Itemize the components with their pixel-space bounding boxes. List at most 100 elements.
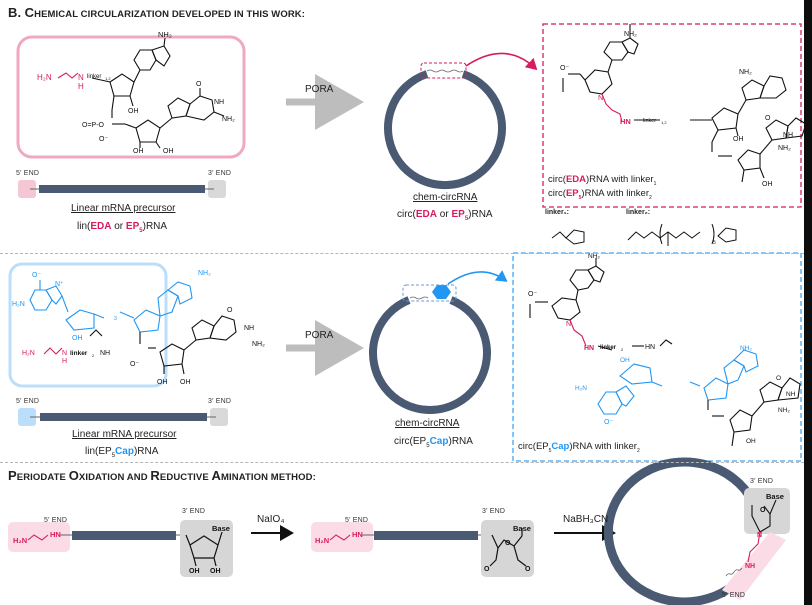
circrna-label-1: chem-circRNA	[413, 192, 478, 203]
detail-molecule-2-tail	[707, 377, 801, 447]
pora-section-title: PERIODATE OXIDATION AND REDUCTIVE AMINAT…	[8, 468, 316, 483]
mol2-amine: H₂N	[22, 350, 35, 357]
ep-sub: 5	[111, 453, 116, 459]
detail2-ring-n: N	[566, 321, 571, 328]
ep-label: EP	[565, 188, 579, 199]
caption-prefix: circ(	[548, 188, 566, 199]
mol1-guanine-nh2: NH₂	[222, 116, 235, 123]
five-end-label-1: 5′ END	[16, 170, 40, 177]
step1-hn: HN	[50, 530, 61, 539]
detail-molecule-1	[562, 24, 804, 183]
title-cap: R	[150, 468, 160, 483]
linker-sub: 2	[649, 194, 652, 201]
step2-h2n: H₂N	[315, 536, 329, 545]
five-end-amine-highlight-1	[8, 522, 70, 552]
precursor-molecule-2-black	[89, 315, 237, 375]
step1-three-end: 3′ END	[182, 508, 206, 515]
ep-sub: 5	[139, 228, 143, 234]
detail1-ominus: O⁻	[560, 65, 569, 72]
ribose-step1	[185, 531, 223, 567]
reagent-nabh3cn: NaBH₃CN	[563, 514, 609, 525]
mol2-repeat: 3	[114, 316, 117, 322]
product-base: Base	[766, 492, 784, 501]
precursor-name-1: lin(EDA or EP5)RNA	[77, 221, 167, 234]
rna-strand-step2	[374, 531, 478, 540]
linker1-label: linker₁:	[545, 209, 569, 216]
mol1-n: N	[78, 73, 84, 82]
detail2-linker: linker	[600, 345, 617, 351]
detail2-ominus: O⁻	[528, 291, 537, 298]
step2-five-end: 5′ END	[345, 517, 369, 524]
circrna-ring-2	[369, 296, 491, 414]
detail-box-2	[512, 252, 802, 462]
product-linker-highlight	[722, 532, 786, 600]
eda-label: EDA	[90, 221, 112, 232]
mol2-nplus: N⁺	[55, 281, 64, 288]
mol1-phosphate: O=P-O	[82, 122, 105, 129]
mol2-nh: NH	[100, 350, 110, 357]
mol1-oh2: OH	[133, 148, 144, 155]
mol1-guanine-nh: NH	[214, 99, 224, 106]
mol2-oh: OH	[72, 335, 83, 342]
mol2-guanine-nh: NH	[244, 325, 254, 332]
detail-molecule-2	[529, 258, 673, 351]
detail1-caption-line1: circ(EDA)RNA with linker1	[548, 174, 656, 187]
title-rest: EDUCTIVE	[159, 472, 212, 483]
mol2-linker-sub: 2	[92, 353, 95, 358]
section-separator-2	[0, 462, 804, 463]
name-prefix: lin(	[77, 221, 91, 232]
detail1-nh2-c: NH₂	[778, 145, 791, 152]
step1-base: Base	[212, 524, 230, 533]
five-end-amine-highlight-2	[311, 522, 373, 552]
title-rest: MINATION METHOD:	[221, 472, 316, 483]
detail2-guanine-nh2: NH₂	[778, 407, 790, 414]
linker-sub: 2	[636, 447, 640, 454]
ep-label: EP	[451, 209, 465, 220]
product-morpholine	[751, 499, 777, 533]
mol2-guanine-nh2: NH₂	[252, 341, 265, 348]
ep-sub: 5	[548, 447, 552, 454]
circrna-name-2: circ(EP5Cap)RNA	[394, 436, 473, 449]
detail2-hn: HN	[584, 345, 594, 352]
step2-three-end: 3′ END	[482, 508, 506, 515]
three-end-block-2	[210, 408, 228, 426]
precursor-molecule-box-1	[16, 35, 246, 159]
cap-label: Cap	[115, 446, 134, 457]
cap-label: Cap	[429, 436, 449, 447]
detail1-linker: linker	[643, 118, 656, 124]
step2-o1: O	[505, 540, 511, 547]
caption-suffix: )RNA with linker	[586, 174, 654, 185]
name-mid: or	[437, 209, 452, 220]
rna-strand-step1	[72, 531, 176, 540]
detail1-caption-line2: circ(EP5)RNA with linker2	[548, 188, 652, 201]
caption-suffix: )RNA with linker	[569, 441, 637, 452]
five-end-block-1	[18, 180, 36, 198]
detail2-linker-sub: 2	[621, 347, 624, 352]
step1-five-end: 5′ END	[44, 517, 68, 524]
section-prefix: B.	[8, 5, 22, 20]
circrna-name-1: circ(EDA or EP5)RNA	[397, 209, 493, 222]
mol2-h2n: H₂N	[12, 301, 25, 308]
product-n: N	[757, 532, 762, 539]
circrna-ring-1	[384, 70, 506, 190]
window-edge-strip	[804, 0, 812, 605]
mol2-oh2: OH	[180, 379, 191, 386]
mol2-linker: linker	[70, 350, 88, 357]
mol1-h: H	[78, 82, 84, 91]
junction-highlight-1	[420, 62, 467, 79]
rna-strand-1	[39, 185, 205, 193]
three-end-label-1: 3′ END	[208, 170, 232, 177]
eda-label: EDA	[415, 209, 438, 220]
precursor-molecule-box-2	[8, 262, 168, 388]
section-title-rest: HEMICAL CIRCULARIZATION DEVELOPED IN THI…	[34, 9, 306, 20]
detail1-nh2-b: NH₂	[739, 69, 752, 76]
detail2-nh2-top: NH₂	[588, 253, 600, 260]
cap-label: Cap	[551, 441, 570, 452]
name-mid: or	[111, 221, 126, 232]
detail1-guanine-o: O	[765, 115, 771, 122]
step1-h2n: H₂N	[13, 536, 27, 545]
section-b-title: B. CHEMICAL CIRCULARIZATION DEVELOPED IN…	[8, 5, 305, 20]
name-prefix: circ(	[397, 209, 416, 220]
detail-box-1	[542, 23, 802, 208]
